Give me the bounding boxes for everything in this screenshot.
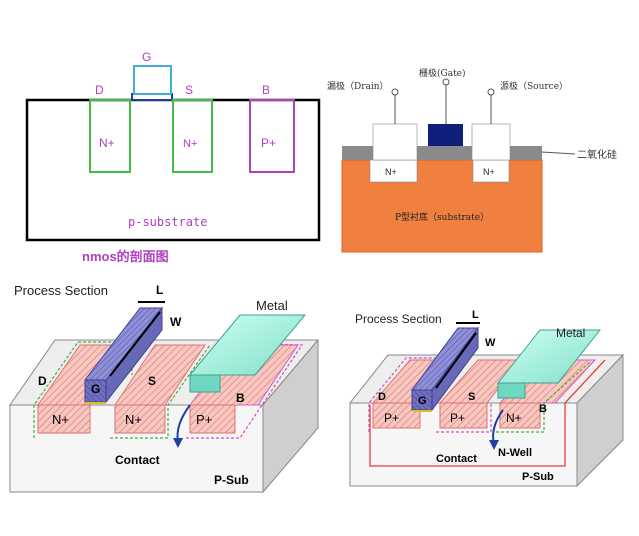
panel2-gate-electrode [428,124,463,146]
panel3-length-label: L [156,283,163,297]
panel4-nplus-front [499,402,541,429]
panel3-nwell-dash-green [33,341,133,438]
panel4-bulk-label: B [539,403,547,415]
panel1-bulk-label: B [262,83,270,97]
panel4-title: Process Section [355,312,442,326]
panel4-gate-side [431,326,479,412]
panel3-gate-label: G [91,382,100,396]
panel3-metal-label: Metal [256,298,288,313]
panel2-source-contact [471,123,511,161]
panel4-contact-arrow-head [489,440,499,450]
panel4-substrate-side [576,353,624,488]
panel3-substrate-side [262,338,319,494]
panel1-source-label: S [185,83,193,97]
panel4-length-label: L [472,309,479,321]
panel3-nplus-right-front [114,404,166,434]
panel2-gate-terminal [442,78,450,86]
panel2-oxide-mid [417,146,474,160]
panel2-gate-label: 栅极(Gate) [419,67,466,79]
panel4-region3-label: N+ [506,411,522,425]
panel4-region2-label: P+ [450,411,465,425]
panel3-bulk-label: B [236,391,245,405]
panel3-width-arrow [109,311,161,377]
panel3-contact-label: Contact [115,453,160,467]
panel4-contact-label: Contact [436,453,477,465]
panel4-drain-label: D [378,391,386,403]
panel1-gate-label: G [142,50,151,64]
panel3-nwell-dash-green-right [110,344,211,439]
panel2-nplus-right-label: N+ [483,167,495,177]
panel3-region1-label: N+ [52,412,69,427]
panel4-metal-top [496,329,602,384]
panel3-region2-label: N+ [125,412,142,427]
panel1-pplus-label: P+ [261,136,276,150]
panel4-well-label: N-Well [498,447,532,459]
panel1-nmos-simple: G D S B N+ N+ P+ p-substrate nmos的剖面图 [25,50,321,264]
panel4-sub-label: P-Sub [522,471,554,483]
panel2-oxide-pointer [541,151,576,155]
panel4-3d-pmos: Process Section L W Metal D G S B P+ P+ … [348,309,625,488]
panel1-nplus-left-region [89,99,131,173]
panel3-contact-arrow-head [173,438,183,448]
panel2-nmos-cn: 漏极（Drain） 栅极(Gate) 源极（Source） 二氧化硅 N+ N+… [327,67,617,253]
panel1-nplus-left-label: N+ [99,136,115,150]
panel4-width-label: W [485,337,496,349]
panel4-metal-front [497,382,526,399]
panel1-nplus-right-region [172,99,213,173]
panel1-gate-box [133,65,172,95]
panel3-title: Process Section [14,283,108,298]
panel1-caption: nmos的剖面图 [82,249,169,264]
panel4-pplus-right-front [439,402,488,429]
panel3-region3-label: P+ [196,412,212,427]
panel3-sub-label: P-Sub [214,473,249,487]
panel3-metal-front [189,374,221,393]
panel4-region1-label: P+ [384,411,399,425]
panel3-pplus-front [189,404,236,434]
panel4-width-arrow [435,332,477,389]
panel4-metal-label: Metal [556,326,585,340]
panel1-pplus-region [249,99,295,173]
panel2-oxide-label: 二氧化硅 [577,148,617,161]
panel2-source-terminal [487,88,495,96]
panel2-drain-label: 漏极（Drain） [327,80,389,92]
panel1-substrate-label: p-substrate [128,215,207,229]
panel3-3d-nmos: Process Section L W Metal D G S B N+ N+ … [9,283,320,494]
panel3-width-label: W [170,315,182,329]
panel4-dash-purple-right [436,403,492,433]
panel2-nplus-left-label: N+ [385,167,397,177]
panel1-nplus-right-label: N+ [183,138,197,150]
panel2-oxide-right [507,146,542,160]
panel4-dash-green [496,361,591,433]
panel2-drain-contact [372,123,418,161]
panel3-nplus-left-front [37,404,91,434]
panel4-nwell-outline [369,359,606,467]
panel2-substrate-label: P型衬底（substrate） [395,211,489,223]
panel4-source-label: S [468,391,475,403]
panel2-source-label: 源极（Source） [500,80,568,92]
panel3-metal-top [188,314,307,376]
panel3-source-label: S [148,374,156,388]
panel2-drain-terminal [391,88,399,96]
panel2-oxide-left [342,146,380,160]
panel3-drain-label: D [38,374,47,388]
panel1-drain-label: D [95,83,104,97]
panel4-gate-label: G [418,395,427,407]
